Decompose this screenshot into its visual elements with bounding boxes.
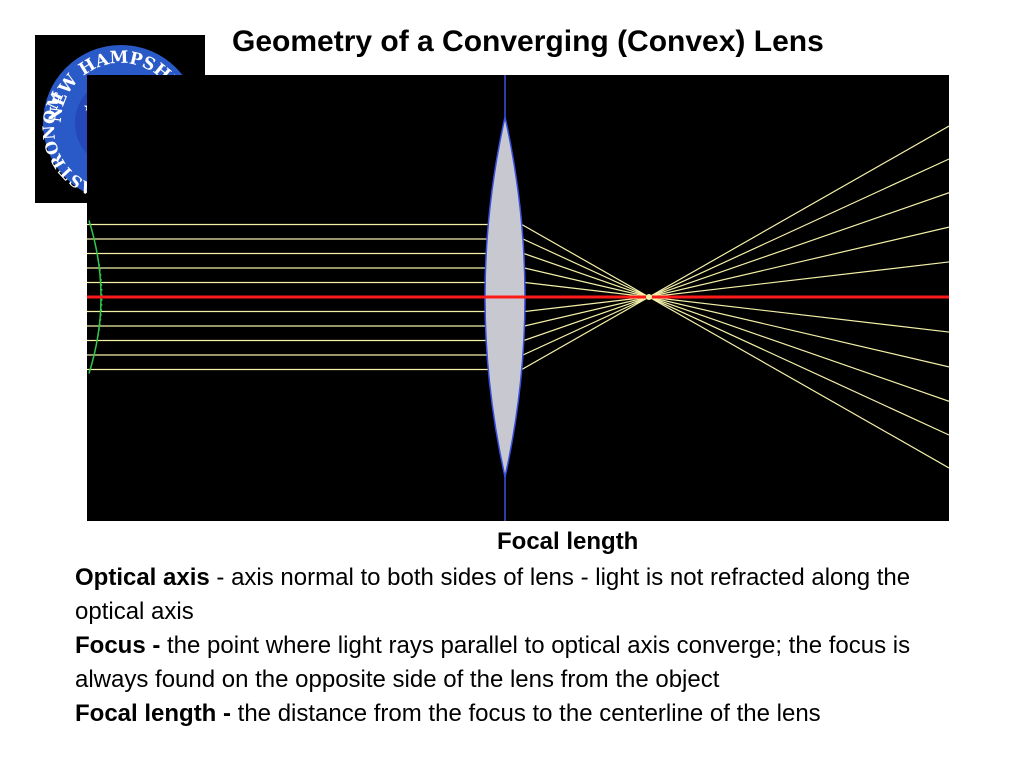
definition-focal-length: Focal length - the distance from the foc… (75, 697, 975, 731)
definitions: Optical axis - axis normal to both sides… (75, 561, 975, 731)
focus-point (646, 294, 652, 300)
definition-term: Focus - (75, 632, 161, 659)
definition-optical-axis: Optical axis - axis normal to both sides… (75, 561, 975, 629)
definition-text: the point where light rays parallel to o… (75, 632, 911, 693)
definition-text: the distance from the focus to the cente… (231, 700, 821, 727)
lens-diagram-svg (87, 75, 949, 521)
focal-length-label: Focal length (497, 528, 639, 555)
lens-diagram (87, 75, 949, 521)
definition-term: Focal length - (75, 700, 231, 727)
definition-term: Optical axis (75, 564, 210, 591)
page-title: Geometry of a Converging (Convex) Lens (232, 25, 824, 58)
definition-text: - axis normal to both sides of lens - li… (75, 564, 911, 625)
incoming-wavefront-inner (94, 244, 103, 350)
definition-focus: Focus - the point where light rays paral… (75, 629, 975, 697)
